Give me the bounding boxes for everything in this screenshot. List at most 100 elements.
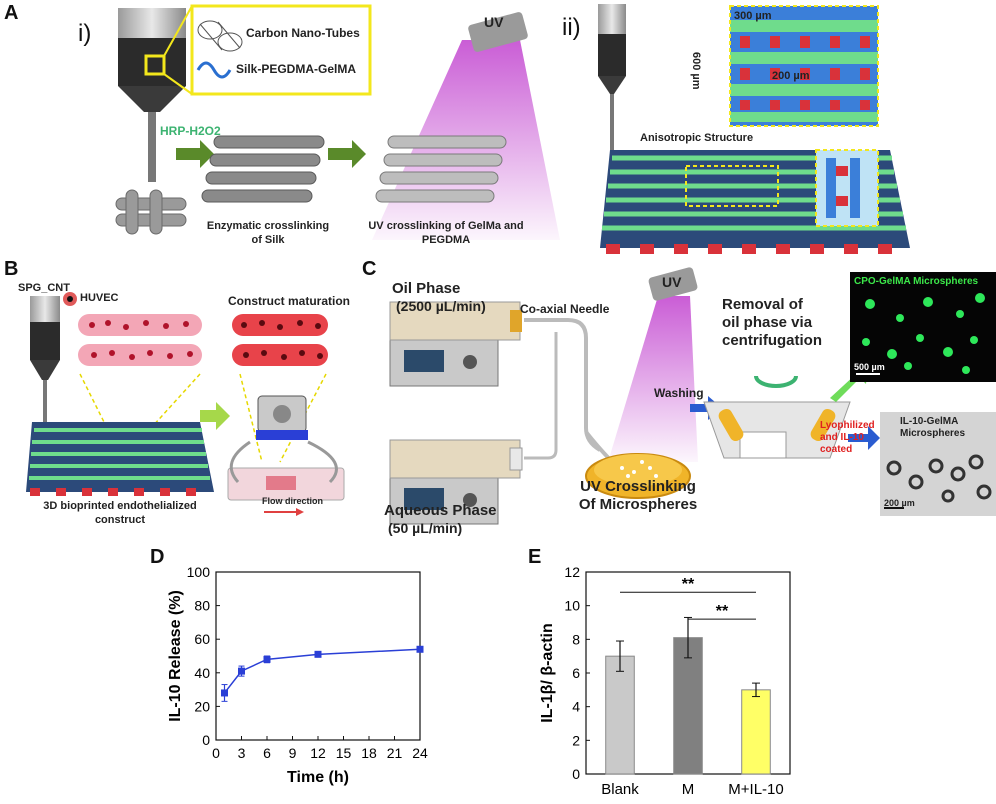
y-tick-label: 8 <box>572 631 580 647</box>
y-axis-title: IL-1β/ β-actin <box>539 623 556 723</box>
washing-label: Washing <box>654 386 704 400</box>
panel-a-ii-label: ii) <box>562 14 581 41</box>
panel-e-letter: E <box>528 546 542 568</box>
dim-300-label: 300 µm <box>734 10 772 22</box>
enzymatic-label-line2: of Silk <box>251 234 285 246</box>
y-tick-label: 20 <box>194 698 210 714</box>
cell-lattice-icon <box>78 314 202 366</box>
bar <box>673 637 703 775</box>
arrow-icon <box>176 140 214 168</box>
syringe-ii-icon <box>598 4 626 154</box>
dim-200-label: 200 µm <box>772 70 810 82</box>
uv-lamp-icon <box>468 12 528 52</box>
spg-cnt-label: SPG_CNT <box>18 282 70 294</box>
x-axis-title: Time (h) <box>287 769 349 786</box>
bioprinted-construct-icon <box>26 422 214 496</box>
uv-crosslinking-label-line1: UV crosslinking of GelMa and <box>368 220 524 232</box>
centrifuge-icon <box>703 375 851 459</box>
panel-a-i-label: i) <box>78 20 92 47</box>
data-point <box>238 667 245 675</box>
x-tick-label: 18 <box>361 745 377 761</box>
side-zoom-inset <box>815 149 879 227</box>
construct-maturation-label: Construct maturation <box>228 294 351 308</box>
uv-lamp-c-icon <box>648 267 698 301</box>
anisotropic-label: Anisotropic Structure <box>640 132 754 144</box>
oil-rate-label: (2500 µL/min) <box>396 298 486 314</box>
coaxial-needle-label: Co-axial Needle <box>520 302 610 316</box>
uv-crosslinking-c-line1: UV Crosslinking <box>580 478 696 495</box>
nanotube-icon <box>197 20 243 52</box>
syringe-icon <box>118 8 186 182</box>
significance-label: ** <box>682 576 695 593</box>
data-point <box>221 689 228 697</box>
bar <box>741 689 771 775</box>
dim-600-label: 600 µm <box>690 52 702 90</box>
oil-phase-label: Oil Phase <box>392 280 461 297</box>
data-point <box>416 645 424 653</box>
cpo-gelma-micrograph <box>850 272 996 382</box>
y-tick-label: 40 <box>194 665 210 681</box>
inset-silk-label: Silk-PEGDMA-GelMA <box>236 62 357 76</box>
hrp-label: HRP-H2O2 <box>160 124 221 138</box>
y-tick-label: 0 <box>572 766 580 782</box>
uv-label: UV <box>484 14 504 30</box>
arrow-icon <box>848 426 880 450</box>
removal-line1: Removal of <box>722 296 803 313</box>
panel-c-letter: C <box>362 258 377 280</box>
lyophilized-line2: and IL-10 <box>820 432 864 443</box>
aqueous-phase-label: Aqueous Phase <box>384 502 497 519</box>
y-tick-label: 100 <box>187 564 211 580</box>
il10-label-line2: Microspheres <box>900 428 966 439</box>
x-tick-label: 24 <box>412 745 428 761</box>
y-tick-label: 60 <box>194 631 210 647</box>
lyophilized-line3: coated <box>820 444 853 455</box>
arrow-icon <box>200 402 230 430</box>
y-tick-label: 0 <box>202 732 210 748</box>
x-tick-label: 12 <box>310 745 326 761</box>
uv-crosslinking-c-line2: Of Microspheres <box>578 496 698 513</box>
x-tick-label: 15 <box>336 745 352 761</box>
panel-c-illustration <box>389 267 996 525</box>
panel-a-letter: A <box>4 2 19 24</box>
x-tick-label: M+IL-10 <box>728 781 783 798</box>
removal-line3: centrifugation <box>722 332 822 349</box>
inset-carbon-label: Carbon Nano-Tubes <box>246 26 360 40</box>
x-tick-label: M <box>682 781 695 798</box>
y-tick-label: 12 <box>564 564 580 580</box>
anisotropic-zoom-inset <box>729 5 879 127</box>
il10-gelma-micrograph <box>880 412 996 516</box>
huvec-label: HUVEC <box>80 292 119 304</box>
syringe-b-icon <box>30 296 60 424</box>
bioreactor-icon <box>227 395 345 516</box>
uv-c-label: UV <box>662 274 682 290</box>
panel-b-illustration <box>26 292 345 516</box>
y-tick-label: 6 <box>572 665 580 681</box>
petri-dish-icon <box>585 453 691 499</box>
arrow-icon <box>328 140 366 168</box>
removal-line2: oil phase via <box>722 314 813 331</box>
uv-crosslinking-label-line2: PEGDMA <box>421 234 471 246</box>
y-tick-label: 80 <box>194 598 210 614</box>
scale-200-label: 200 µm <box>884 498 915 508</box>
matured-lattice-icon <box>232 314 328 366</box>
il10-label-line1: IL-10-GelMA <box>900 416 959 427</box>
x-tick-label: 21 <box>387 745 403 761</box>
y-axis-title: IL-10 Release (%) <box>167 590 184 722</box>
uv-scaffold-icon <box>375 135 507 203</box>
x-tick-label: 6 <box>263 745 271 761</box>
panel-b-letter: B <box>4 258 19 280</box>
significance-label: ** <box>716 603 729 620</box>
printed-scaffold-icon <box>115 189 187 235</box>
y-tick-label: 2 <box>572 732 580 748</box>
crosslinked-scaffold-icon <box>201 135 325 203</box>
flow-direction-label: Flow direction <box>262 496 324 506</box>
x-tick-label: 0 <box>212 745 220 761</box>
data-point <box>314 650 322 658</box>
panel-d-letter: D <box>150 546 165 568</box>
bioprinted-label-line2: construct <box>94 514 146 526</box>
y-tick-label: 10 <box>564 598 580 614</box>
syringe-pump-oil-icon <box>389 301 522 387</box>
x-tick-label: Blank <box>601 781 639 798</box>
